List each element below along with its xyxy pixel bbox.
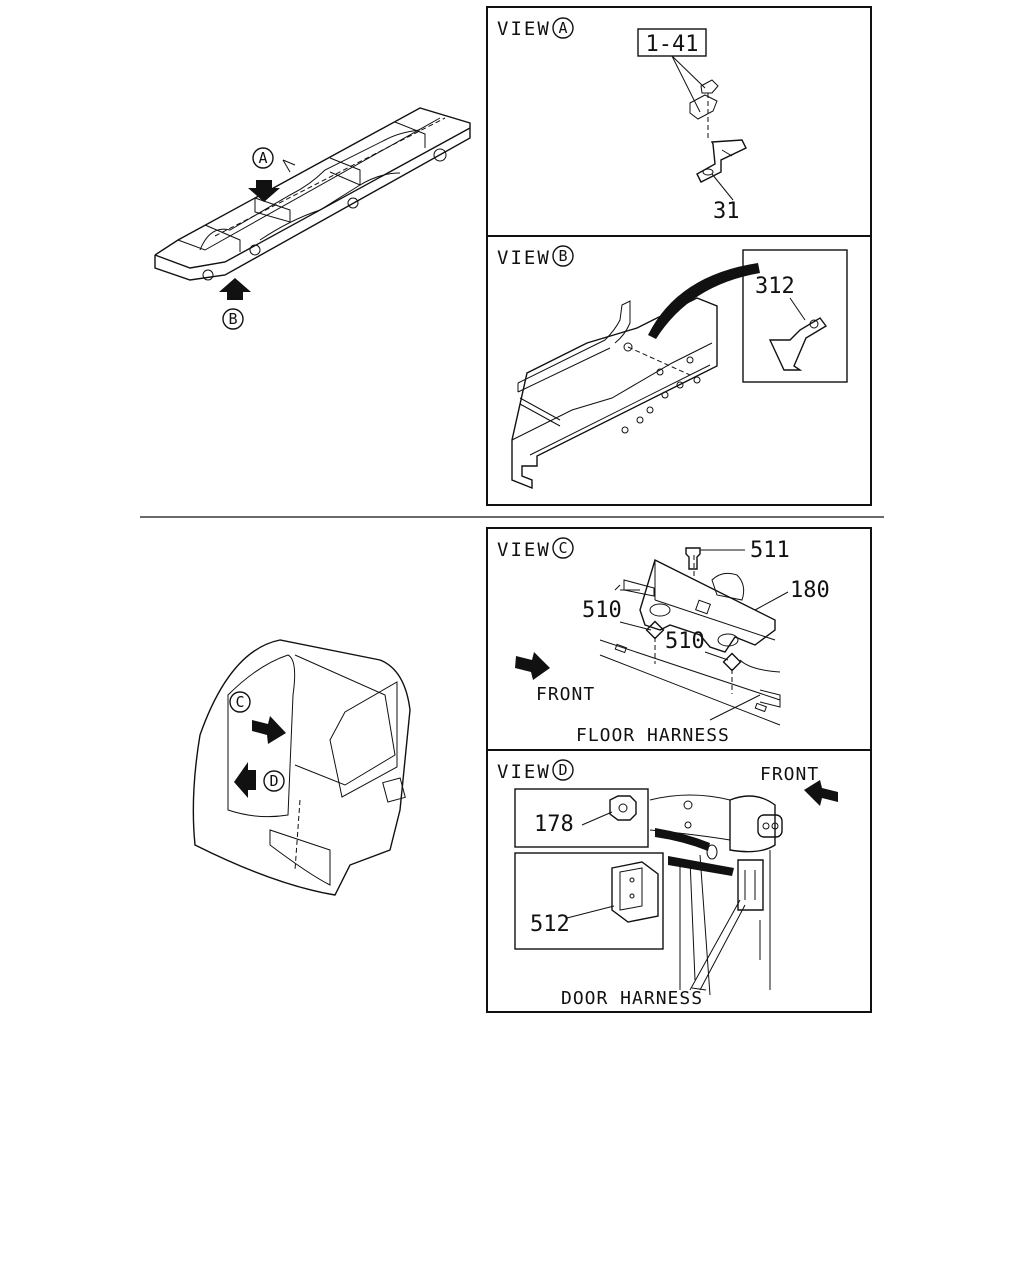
part-callout-511: 511 xyxy=(685,538,790,570)
marker-a: A xyxy=(252,147,274,169)
svg-text:FRONT: FRONT xyxy=(760,764,819,785)
svg-text:VIEW: VIEW xyxy=(497,247,551,269)
front-indicator-d: FRONT xyxy=(760,764,838,806)
arrow-c xyxy=(252,716,286,744)
svg-text:312: 312 xyxy=(755,274,795,299)
part-callout-510-b: 510 xyxy=(665,629,742,694)
svg-text:FRONT: FRONT xyxy=(536,684,595,705)
svg-text:A: A xyxy=(258,149,267,167)
svg-text:511: 511 xyxy=(750,538,790,563)
svg-text:A: A xyxy=(558,19,567,37)
marker-c: C xyxy=(229,691,251,713)
svg-text:1-41: 1-41 xyxy=(646,32,699,57)
arrow-a xyxy=(248,180,280,202)
svg-text:FLOOR HARNESS: FLOOR HARNESS xyxy=(576,725,730,746)
part-callout-512: 512 xyxy=(514,852,664,950)
part-callout-180: 180 xyxy=(754,578,830,611)
panel-view-ab xyxy=(486,6,872,506)
svg-text:D: D xyxy=(558,761,567,779)
view-d-title: VIEW D xyxy=(497,759,574,783)
door-harness-callout: DOOR HARNESS xyxy=(561,987,707,1009)
arrow-d xyxy=(234,762,256,798)
view-d-door-illustration xyxy=(649,794,783,996)
svg-text:C: C xyxy=(558,539,567,557)
view-a-title: VIEW A xyxy=(497,17,574,40)
svg-text:VIEW: VIEW xyxy=(497,539,551,561)
svg-text:180: 180 xyxy=(790,578,830,603)
svg-text:DOOR HARNESS: DOOR HARNESS xyxy=(561,988,703,1009)
view-b-frame-illustration xyxy=(511,263,760,490)
svg-text:31: 31 xyxy=(713,199,740,224)
marker-b: B xyxy=(222,308,244,330)
part-callout-510-a: 510 xyxy=(582,598,665,664)
front-indicator-c: FRONT xyxy=(515,652,595,705)
view-c-title: VIEW C xyxy=(497,537,574,561)
svg-text:178: 178 xyxy=(534,812,574,837)
svg-text:B: B xyxy=(558,247,567,265)
arrow-b xyxy=(219,278,251,300)
view-a-bracket-illustration xyxy=(689,79,747,183)
svg-text:B: B xyxy=(228,310,237,328)
chassis-frame-illustration xyxy=(154,107,471,300)
panel-view-cd xyxy=(486,527,872,1013)
svg-text:VIEW: VIEW xyxy=(497,761,551,783)
part-callout-178: 178 xyxy=(514,788,649,848)
part-callout-1-41: 1-41 xyxy=(637,28,707,113)
svg-text:VIEW: VIEW xyxy=(497,18,551,40)
marker-d: D xyxy=(263,770,285,792)
svg-text:512: 512 xyxy=(530,912,570,937)
svg-text:510: 510 xyxy=(665,629,705,654)
part-callout-31: 31 xyxy=(711,173,740,224)
cab-illustration xyxy=(192,639,411,896)
floor-harness-callout: FLOOR HARNESS xyxy=(576,694,761,746)
view-b-title: VIEW B xyxy=(497,245,574,269)
svg-text:C: C xyxy=(235,693,244,711)
svg-text:510: 510 xyxy=(582,598,622,623)
svg-text:D: D xyxy=(269,772,278,790)
view-c-floor-illustration xyxy=(599,555,781,726)
part-callout-312: 312 xyxy=(742,249,848,383)
